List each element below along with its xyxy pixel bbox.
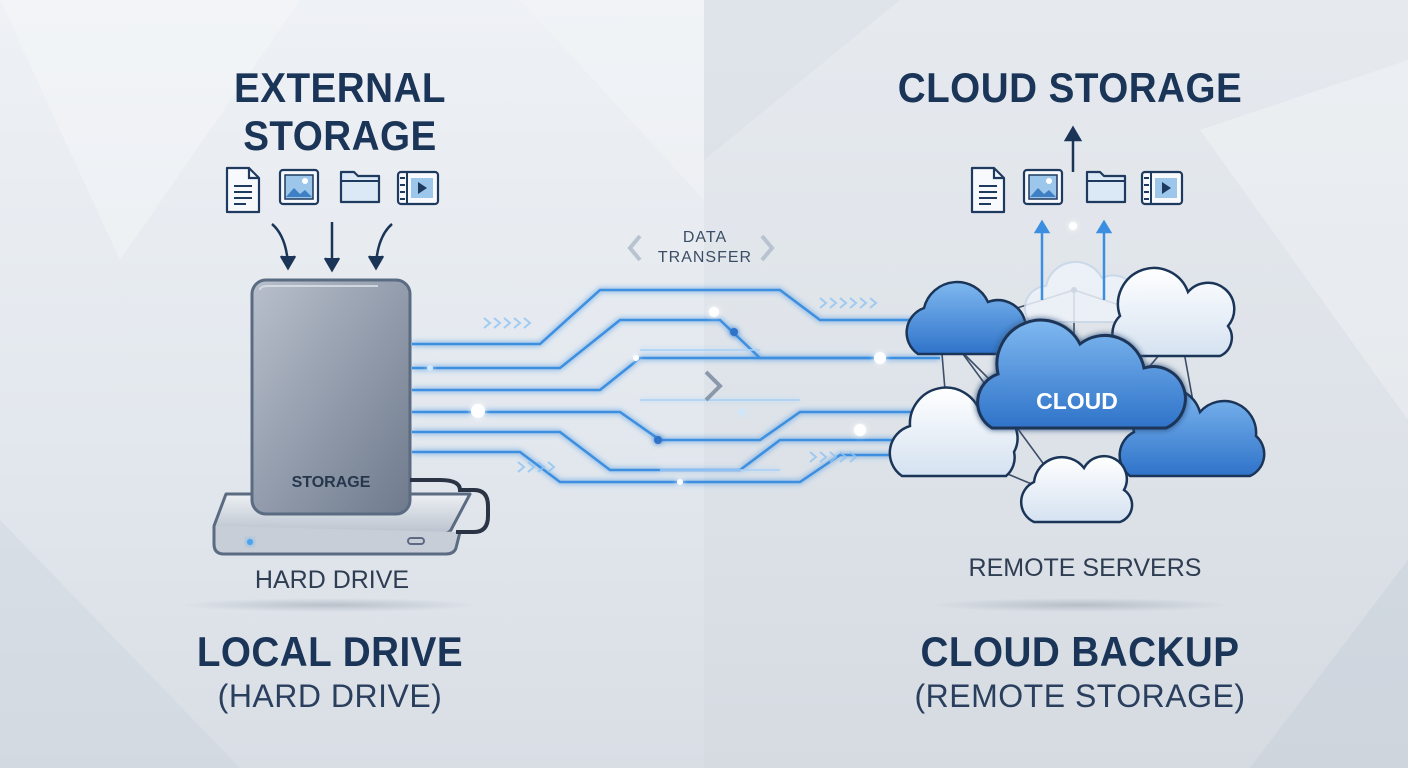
left-file-icons (225, 166, 440, 214)
cloud-label: CLOUD (1036, 388, 1118, 414)
local-drive-subtitle: (HARD DRIVE) (217, 678, 443, 714)
cloud-backup-subtitle: (REMOTE STORAGE) (914, 678, 1246, 714)
transfer-lines (412, 288, 960, 484)
external-storage-title: EXTERNAL STORAGE (234, 64, 446, 159)
center-chevron-icon (704, 370, 723, 402)
document-icon (970, 166, 1006, 214)
chevron-left-icon (627, 234, 642, 262)
cloud-main-icon (976, 318, 1187, 430)
right-divider-shadow (930, 598, 1230, 612)
video-icon (1140, 170, 1184, 206)
chevron-marks (483, 297, 878, 473)
cloud-storage-title: CLOUD STORAGE (897, 64, 1243, 111)
data-transfer-line1: DATA (682, 229, 728, 246)
up-arrows (1033, 219, 1113, 300)
local-drive-title: LOCAL DRIVE (196, 628, 464, 675)
chevron-right-icon (760, 234, 775, 262)
hard-drive (212, 278, 490, 556)
cloud-white-left-icon (888, 386, 1019, 478)
folder-icon (1085, 170, 1127, 204)
right-file-icons (970, 166, 1184, 214)
image-icon (278, 168, 320, 206)
down-arrows (271, 222, 393, 273)
remote-servers-caption: REMOTE SERVERS (968, 554, 1202, 582)
video-icon (396, 170, 440, 206)
cloud-white-top-right-icon (1111, 266, 1236, 358)
transfer-nodes (427, 307, 886, 485)
folder-icon (339, 170, 381, 204)
cloud-backup-title: CLOUD BACKUP (920, 628, 1240, 675)
document-icon (225, 166, 261, 214)
cloud-white-bottom-icon (1019, 454, 1134, 524)
image-icon (1022, 168, 1064, 206)
drive-label: STORAGE (291, 474, 371, 491)
upload-arrow-icon (1063, 125, 1083, 172)
data-transfer-line2: TRANSFER (657, 249, 753, 266)
left-divider-shadow (180, 598, 480, 612)
data-transfer-label: DATA TRANSFER (640, 228, 770, 268)
hard-drive-caption: HARD DRIVE (254, 566, 410, 594)
